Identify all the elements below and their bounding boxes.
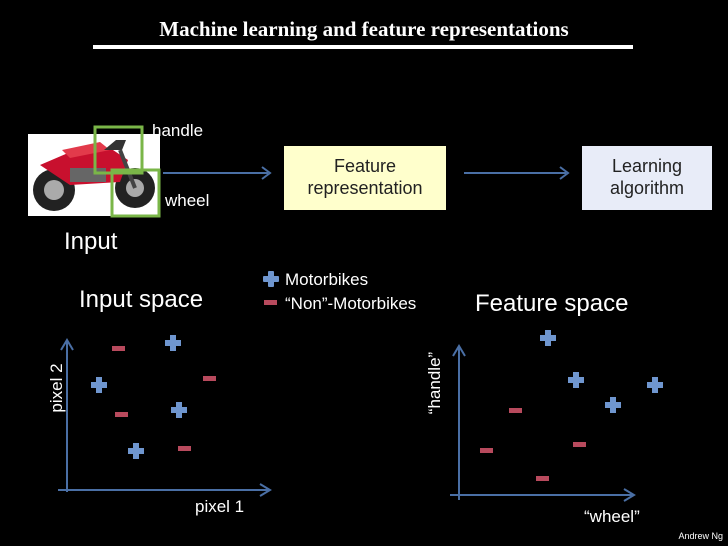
author-credit: Andrew Ng (678, 531, 723, 541)
input-space-title: Input space (79, 286, 204, 313)
minus-point (112, 346, 125, 351)
arrow-to-learning (464, 166, 570, 180)
plus-point (605, 397, 621, 413)
legend-minus-icon (264, 300, 277, 305)
pixel1-axis-label: pixel 1 (195, 497, 245, 516)
minus-point (480, 448, 493, 453)
minus-point (536, 476, 549, 481)
plus-point (165, 335, 181, 351)
pixel2-axis-label: pixel 2 (47, 363, 66, 413)
handle-box (93, 125, 144, 175)
wheel-label: wheel (165, 191, 210, 210)
feature-space-title: Feature space (475, 290, 629, 317)
plus-point (128, 443, 144, 459)
learning-algorithm-box: Learning algorithm (582, 146, 712, 210)
plus-point (91, 377, 107, 393)
input-label: Input (64, 228, 118, 255)
plus-point (647, 377, 663, 393)
plus-point (568, 372, 584, 388)
minus-point (178, 446, 191, 451)
plus-point (171, 402, 187, 418)
legend-plus-label: Motorbikes (285, 270, 369, 289)
feature-representation-box: Feature representation (284, 146, 446, 210)
handle-axis-label: “handle” (425, 351, 444, 415)
handle-label: handle (152, 121, 204, 140)
title-underline (93, 45, 633, 49)
minus-point (573, 442, 586, 447)
legend-minus-label: “Non”-Motorbikes (285, 294, 417, 313)
minus-point (203, 376, 216, 381)
legend-plus-icon (263, 271, 279, 287)
left-axes (58, 338, 272, 497)
wheel-box (110, 168, 161, 218)
plus-point (540, 330, 556, 346)
minus-point (115, 412, 128, 417)
page-title: Machine learning and feature representat… (159, 17, 569, 41)
wheel-axis-label: “wheel” (584, 507, 640, 526)
minus-point (509, 408, 522, 413)
arrow-to-feature (163, 166, 272, 180)
right-axes (450, 344, 636, 502)
